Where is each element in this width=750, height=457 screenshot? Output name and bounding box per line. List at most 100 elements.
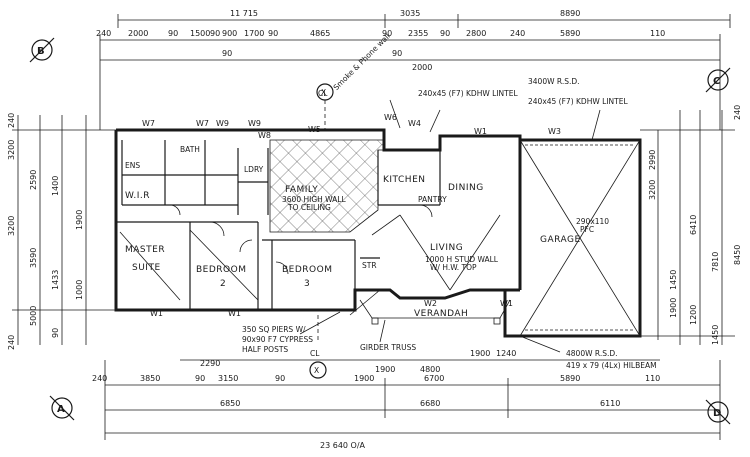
dim-bottom-row1-item: 110 bbox=[645, 374, 660, 383]
svg-text:X: X bbox=[321, 88, 326, 97]
dim-interior-item: 4800 bbox=[420, 365, 440, 374]
svg-text:X: X bbox=[314, 366, 319, 375]
dim-bottom-row1-item: 5890 bbox=[560, 374, 580, 383]
dim-top-row-item: 900 bbox=[222, 29, 237, 38]
svg-text:A: A bbox=[57, 404, 65, 415]
note-lintel2-a: 3400W R.S.D. bbox=[528, 77, 580, 86]
room-master-1: MASTER bbox=[125, 245, 165, 255]
house-roof-lines bbox=[119, 214, 501, 316]
room-bed3-1: BEDROOM bbox=[282, 265, 332, 275]
dim-left-col-item: 1400 bbox=[51, 176, 60, 196]
dim-top-row-item: 90 bbox=[268, 29, 278, 38]
dim-top-row-item: 110 bbox=[650, 29, 665, 38]
dim-top-overall-1: 11 715 bbox=[230, 9, 258, 18]
dim-left-col-item: 3590 bbox=[29, 248, 38, 268]
verandah-outline bbox=[359, 299, 511, 325]
window-tag: W3 bbox=[548, 127, 561, 136]
dim-top-overall-3: 8890 bbox=[560, 9, 580, 18]
dim-bottom-row1-item: 3850 bbox=[140, 374, 160, 383]
window-tag: W4 bbox=[408, 119, 421, 128]
window-tag: W1 bbox=[150, 309, 163, 318]
grid-bubble-c: C bbox=[705, 67, 731, 93]
dim-top-row2-c: 2000 bbox=[412, 63, 432, 72]
note-family-wall2: TO CEILING bbox=[287, 203, 331, 212]
dim-bottom-row1-item: 1900 bbox=[354, 374, 374, 383]
room-dining: DINING bbox=[448, 183, 484, 193]
dim-right-col-item: 7810 bbox=[711, 252, 720, 272]
leader-lines bbox=[299, 99, 601, 353]
room-master-2: SUITE bbox=[132, 263, 161, 273]
window-tag: W9 bbox=[216, 119, 229, 128]
dim-bottom-row1-item: 90 bbox=[195, 374, 205, 383]
dim-left-col-item: 90 bbox=[51, 328, 60, 338]
dim-top-row-item: 90 bbox=[382, 29, 392, 38]
dim-left-col-item: 3200 bbox=[7, 216, 16, 236]
dim-right-col-item: 8450 bbox=[733, 245, 742, 265]
note-phone: Smoke & Phone wall bbox=[331, 32, 391, 92]
dim-left-col-item: 2590 bbox=[29, 170, 38, 190]
room-bed2-1: BEDROOM bbox=[196, 265, 246, 275]
window-tag: W1 bbox=[228, 309, 241, 318]
room-ens: ENS bbox=[125, 161, 140, 170]
room-bath: BATH bbox=[180, 145, 200, 154]
dim-right-col-item: 1450 bbox=[669, 270, 678, 290]
garage-roof-lines bbox=[519, 139, 641, 337]
dim-top-row2-a: 90 bbox=[392, 49, 402, 58]
dim-bottom-row1-item: 3150 bbox=[218, 374, 238, 383]
dim-top-row-item: 2355 bbox=[408, 29, 428, 38]
room-living: LIVING bbox=[430, 243, 463, 253]
svg-text:D: D bbox=[713, 408, 721, 419]
note-garage-beam: 290x110 bbox=[576, 217, 609, 226]
dim-right-col-item: 1200 bbox=[689, 305, 698, 325]
svg-text:C: C bbox=[713, 76, 720, 87]
dim-left-col-item: 240 bbox=[7, 113, 16, 128]
dim-bottom-row2-c: 6110 bbox=[600, 399, 620, 408]
note-garage-beam2: PFC bbox=[580, 225, 594, 234]
room-kitchen: KITCHEN bbox=[383, 175, 426, 185]
section-marker-top: X bbox=[316, 83, 334, 101]
note-lintel2-b: 240x45 (F7) KDHW LINTEL bbox=[528, 97, 628, 106]
note-girder1: 350 SQ PIERS W/ bbox=[242, 325, 306, 334]
note-family-wall: 3600 HIGH WALL bbox=[282, 195, 346, 204]
dim-top-row-item: 240 bbox=[510, 29, 525, 38]
dim-top-overall-2: 3035 bbox=[400, 9, 420, 18]
dim-bottom-row2-a: 6850 bbox=[220, 399, 240, 408]
dim-left-col-item: 5000 bbox=[29, 306, 38, 326]
door-swings bbox=[169, 204, 433, 275]
dim-left-col-item: 3200 bbox=[7, 140, 16, 160]
note-rsd-b: 419 x 79 (4Lx) HILBEAM bbox=[566, 361, 657, 370]
note-lintel1: 240x45 (F7) KDHW LINTEL bbox=[418, 89, 518, 98]
bottom-dimension-lines bbox=[104, 359, 721, 440]
dim-top-row-item: 90 bbox=[168, 29, 178, 38]
dim-bottom-row2-b: 6680 bbox=[420, 399, 440, 408]
window-tag: W1 bbox=[474, 127, 487, 136]
grid-bubble-a: A bbox=[49, 395, 75, 421]
dim-top-row2-b: 90 bbox=[222, 49, 232, 58]
window-tag: W1 bbox=[500, 299, 513, 308]
window-tag: W7 bbox=[196, 119, 209, 128]
dim-top-row-item: 90 bbox=[440, 29, 450, 38]
dim-top-row-item: 4865 bbox=[310, 29, 330, 38]
room-pantry: PANTRY bbox=[418, 195, 447, 204]
room-ldry: LDRY bbox=[244, 165, 264, 174]
left-dimension-lines bbox=[12, 115, 116, 345]
room-stair: STR bbox=[362, 261, 377, 270]
dim-top-row-item: 1500 bbox=[190, 29, 210, 38]
dim-left-col-item: 240 bbox=[7, 335, 16, 350]
dim-top-row-item: 5890 bbox=[560, 29, 580, 38]
family-tile-area bbox=[269, 139, 385, 233]
dim-left-col-item: 1900 bbox=[75, 210, 84, 230]
dim-bottom-overall: 23 640 O/A bbox=[320, 441, 366, 450]
room-garage: GARAGE bbox=[540, 235, 581, 245]
dim-top-row-item: 90 bbox=[210, 29, 220, 38]
note-girder3: HALF POSTS bbox=[242, 345, 288, 354]
dim-interior-item: 1240 bbox=[496, 349, 516, 358]
window-tag: W9 bbox=[248, 119, 261, 128]
note-living-wall: 1000 H STUD WALL bbox=[425, 255, 499, 264]
